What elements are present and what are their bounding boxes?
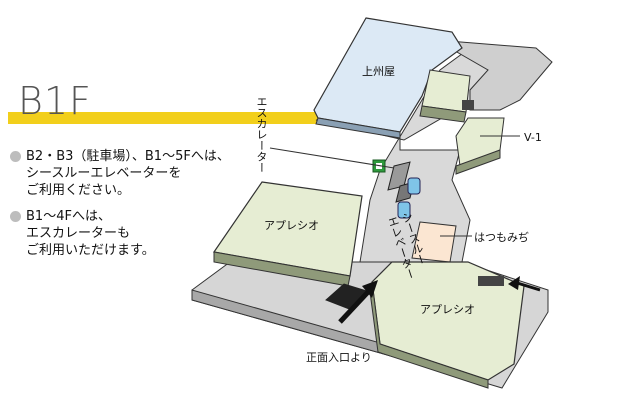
note-line: ご利用いただけます。: [26, 243, 155, 258]
label-hatsumomichi: はつもみぢ: [474, 231, 529, 244]
note-line: ご利用ください。: [26, 183, 131, 198]
label-apreshio-upper: アプレシオ: [264, 219, 319, 232]
arrow-icon: [508, 276, 520, 290]
bullet-icon: [10, 151, 21, 162]
note-line: B1～4Fへは、: [26, 209, 111, 224]
label-apreshio-lower: アプレシオ: [420, 303, 475, 316]
store-kamishuya: [313, 17, 463, 133]
note-escalator: B1～4Fへは、 エスカレーターも ご利用いただけます。: [10, 208, 230, 259]
leader-line-escalator: [269, 147, 395, 169]
store-v1-side: [455, 149, 501, 175]
elevator-icon: [397, 177, 421, 219]
note-line: B2・B3（駐車場）、B1～5Fへは、: [26, 149, 230, 164]
stairs-lower-right: [478, 276, 504, 286]
stairs-upper: [462, 100, 474, 110]
label-entrance: 正面入口より: [306, 351, 372, 364]
notes: B2・B3（駐車場）、B1～5Fへは、 シースルーエレベーターを ご利用ください…: [10, 148, 230, 268]
floor-highlight-bar: [8, 112, 320, 124]
bullet-icon: [10, 211, 21, 222]
label-kamishuya: 上州屋: [362, 65, 395, 78]
arrow-icon: [362, 280, 378, 298]
label-escalator: エスカレーター: [255, 96, 268, 173]
store-upper-right-small-side: [419, 105, 467, 123]
store-kamishuya-side: [315, 117, 401, 139]
note-elevator: B2・B3（駐車場）、B1～5Fへは、 シースルーエレベーターを ご利用ください…: [10, 148, 230, 199]
note-line: エスカレーターも: [26, 226, 131, 241]
note-line: シースルーエレベーターを: [26, 166, 182, 181]
arrow-icon: [338, 290, 370, 324]
label-v1: V-1: [524, 131, 542, 144]
floor-title: B1F: [18, 79, 92, 123]
corridor-upper-right: [435, 39, 553, 111]
